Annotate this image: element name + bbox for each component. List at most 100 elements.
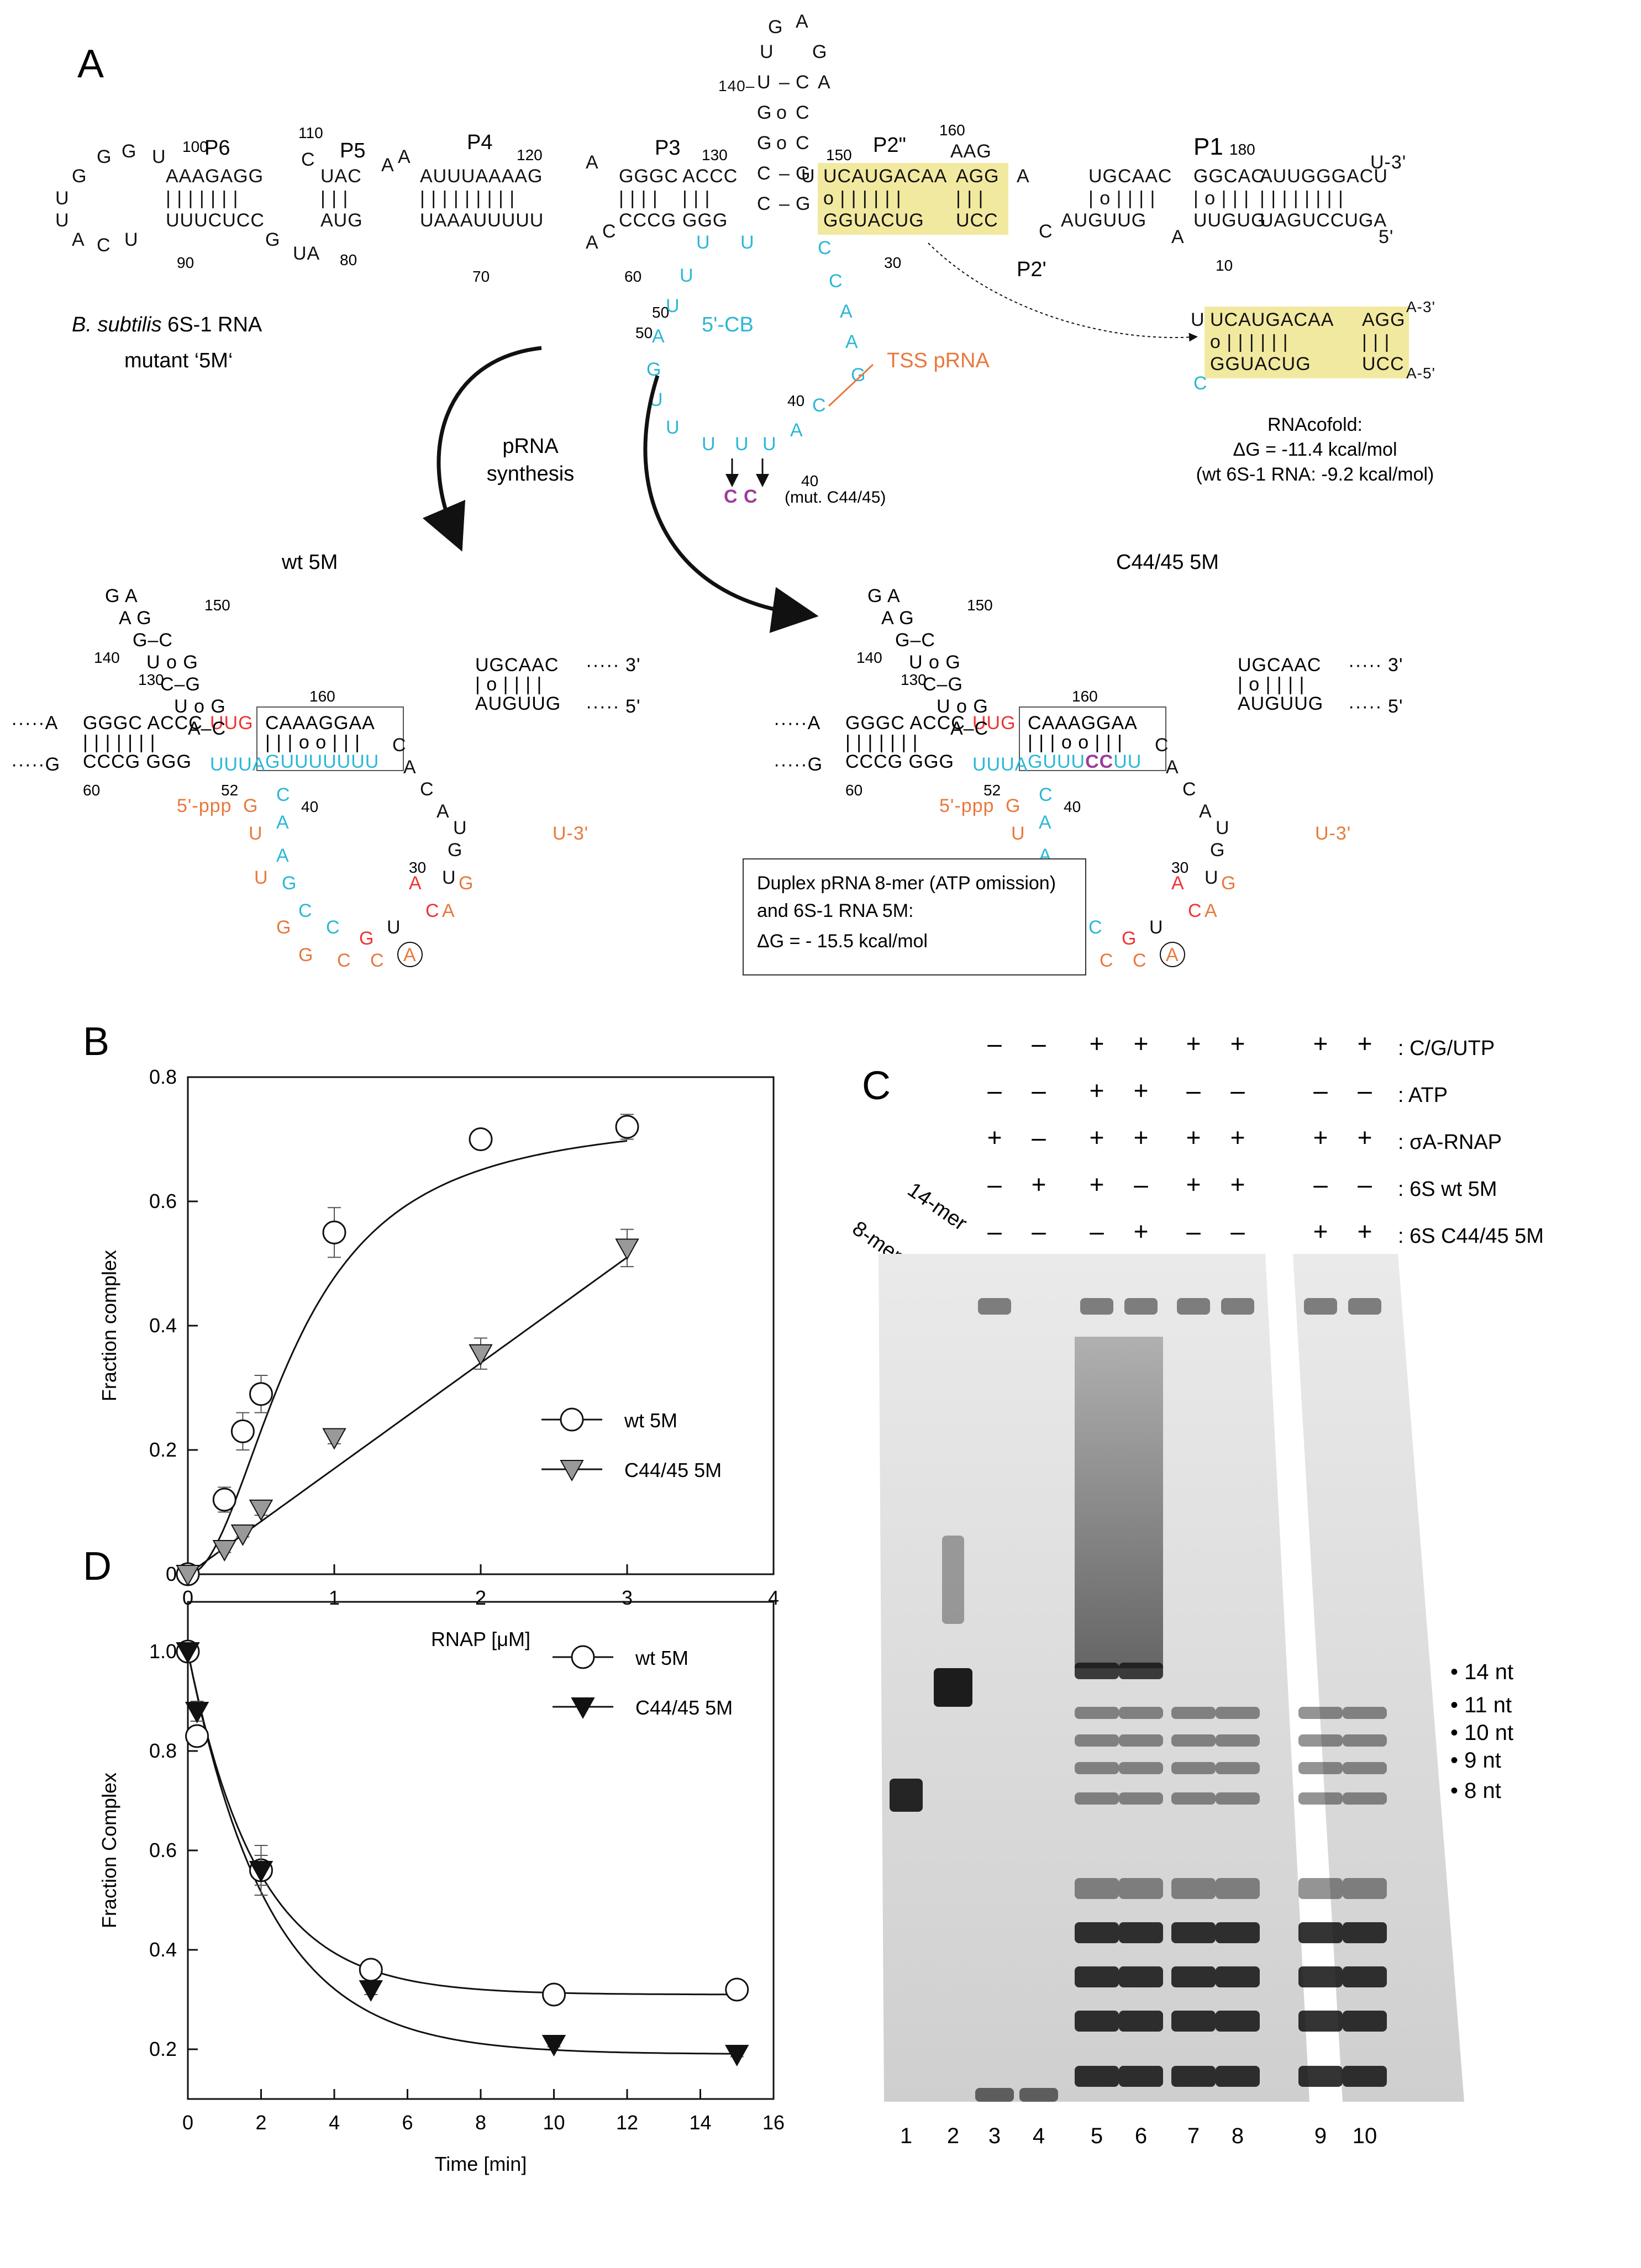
grid-mark: – (1090, 1217, 1104, 1246)
loop-nt: A (403, 757, 417, 778)
lane-number: 9 (1314, 2124, 1327, 2148)
loop-nt: C (420, 779, 434, 800)
data-point (322, 1428, 346, 1450)
grid-mark: + (1186, 1170, 1201, 1199)
loop-nt: G (1122, 928, 1137, 949)
lane-number: 1 (900, 2124, 912, 2148)
svg-text:U: U (55, 188, 70, 209)
svg-text:UCAUGACAA: UCAUGACAA (1210, 309, 1334, 330)
x-tick-label: 3 (622, 1586, 633, 1609)
svg-text:G: G (757, 102, 772, 123)
svg-text:Duplex pRNA 8-mer (ATP omissio: Duplex pRNA 8-mer (ATP omission) (757, 873, 1056, 894)
grid-mark: + (1358, 1029, 1372, 1058)
svg-text:G: G (646, 359, 661, 380)
gel-band (1119, 2066, 1163, 2087)
svg-text:AGG: AGG (956, 166, 1000, 187)
data-point (725, 2045, 749, 2067)
fit-curve (187, 1651, 737, 2055)
struct-num: 52 (983, 782, 1001, 799)
gel-band (1298, 1762, 1343, 1774)
svg-text:o | | | | | |: o | | | | | | (823, 188, 902, 209)
gel-band (1343, 2066, 1387, 2087)
gel-band (1119, 1663, 1163, 1679)
gel-band (1343, 1792, 1387, 1805)
svg-text:U: U (55, 210, 70, 231)
svg-text:A: A (398, 146, 411, 167)
mut-label: (mut. C44/45) (785, 488, 886, 507)
svg-text:150: 150 (826, 146, 852, 163)
grid-mark: + (1186, 1029, 1201, 1058)
data-point (725, 1977, 749, 2002)
gel-band (1216, 1707, 1260, 1719)
svg-text:P4: P4 (467, 131, 492, 154)
grid-mark: – (987, 1029, 1002, 1058)
loop-nt: U (1205, 867, 1219, 888)
x-tick-label: 2 (255, 2111, 266, 2134)
uug: UUG (972, 713, 1016, 734)
svg-text:| | | | | | | |: | | | | | | | | (1260, 188, 1344, 209)
svg-text:wt 5M: wt 5M (281, 551, 338, 574)
svg-text:P2': P2' (1017, 258, 1046, 281)
svg-text:U: U (680, 265, 694, 286)
svg-text:| | | |: | | | | (619, 188, 658, 209)
x-tick-label: 2 (475, 1586, 486, 1609)
gel-band (1019, 2088, 1058, 2102)
gel-band (890, 1779, 923, 1812)
gel-band (1343, 1878, 1387, 1899)
svg-text:120: 120 (517, 146, 543, 163)
gel-band (1075, 2066, 1119, 2087)
p2-box-seq: UCAUGACAA AGG o | | | | | | | | | GGUACU… (823, 166, 1000, 231)
svg-text:C: C (818, 238, 832, 259)
svg-text:ΔG = - 15.5 kcal/mol: ΔG = - 15.5 kcal/mol (757, 931, 928, 952)
loop-nt: A (436, 801, 450, 822)
loop-nt: C (337, 950, 351, 971)
svg-text:AUUUAAAAG: AUUUAAAAG (420, 166, 543, 187)
gel-band (942, 1536, 964, 1624)
loop-nt: C (370, 950, 385, 971)
svg-text:AUUGGGACU: AUUGGGACU (1260, 166, 1388, 187)
dots-left-2: ·····G (11, 754, 60, 775)
svg-text:G: G (796, 193, 811, 214)
gel-smear (1119, 1337, 1163, 1668)
grid-mark: + (1358, 1123, 1372, 1152)
data-point (542, 1982, 566, 2007)
gel-band (1119, 1762, 1163, 1774)
struct-num: 30 (1171, 859, 1188, 876)
y-tick-label: 1.0 (149, 1640, 177, 1663)
cofold-text: RNAcofold: ΔG = -11.4 kcal/mol (wt 6S-1 … (1196, 414, 1434, 485)
struct-num: 130 (901, 671, 927, 688)
x-tick-label: 14 (689, 2111, 711, 2134)
grid-mark: – (1230, 1217, 1245, 1246)
right-bot: AUGUUG (475, 693, 561, 714)
svg-text:UGCAAC: UGCAAC (1088, 166, 1172, 187)
svg-text:–: – (779, 163, 790, 184)
grid-mark: + (1134, 1217, 1149, 1246)
hairpin-row: A G (881, 608, 914, 629)
grid-mark: – (987, 1170, 1002, 1199)
loop-nt: C (1088, 917, 1103, 938)
svg-text:GGG: GGG (682, 210, 728, 231)
legend-label: C44/45 5M (635, 1696, 733, 1719)
svg-text:P1: P1 (1193, 133, 1223, 160)
gel-band (1298, 1878, 1343, 1899)
grid-mark: + (1032, 1170, 1046, 1199)
gel-band (1075, 1663, 1119, 1679)
grid-mark: + (1313, 1217, 1328, 1246)
svg-text:GGUACUG: GGUACUG (823, 210, 924, 231)
loop-nt: C (1155, 735, 1169, 756)
dots-left: ·····A (11, 713, 58, 734)
data-point (212, 1540, 236, 1562)
data-point (212, 1488, 236, 1512)
svg-text:C: C (97, 235, 111, 256)
struct-num: 150 (204, 597, 230, 614)
svg-text:• 14 nt: • 14 nt (1450, 1660, 1513, 1684)
svg-text:AGG: AGG (1362, 309, 1406, 330)
loop-nt: G (1210, 840, 1225, 861)
left-bot: CCCG GGG (845, 751, 954, 772)
legend-label: wt 5M (624, 1409, 677, 1432)
gel-band (1171, 1966, 1216, 1987)
data-point (185, 1702, 209, 1724)
gel-band (1171, 2066, 1216, 2087)
fit-curve (187, 1140, 628, 1575)
